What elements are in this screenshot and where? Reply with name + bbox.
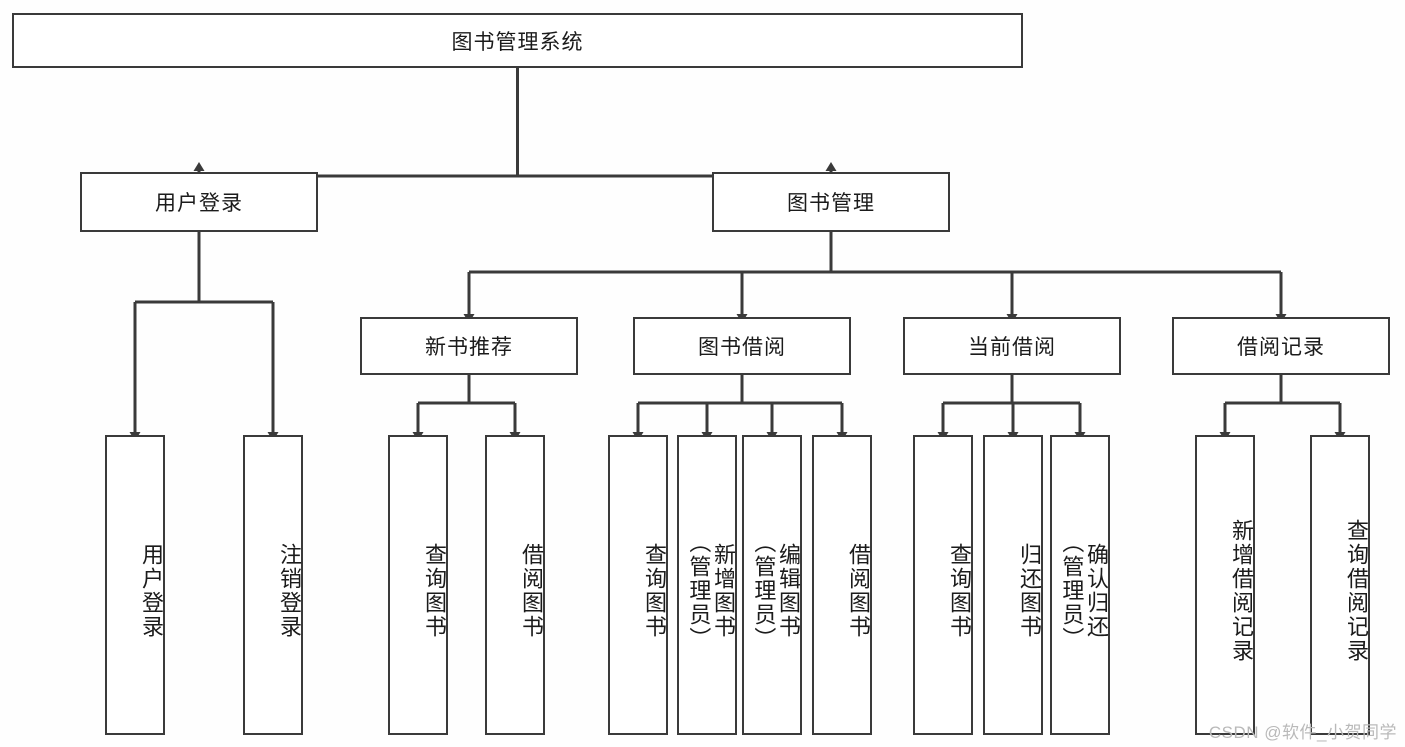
node-label: 图书管理系统 — [451, 30, 584, 54]
node-leaf-logout[interactable]: 注销登录 — [243, 435, 303, 735]
node-borrow[interactable]: 图书借阅 — [633, 317, 851, 375]
node-leaf-bo-4[interactable]: 借阅图书 — [812, 435, 872, 735]
node-label: 借阅记录 — [1237, 336, 1325, 359]
node-leaf-cu-2[interactable]: 归还图书 — [983, 435, 1043, 735]
node-label: 新增图书 （管理员） — [686, 531, 736, 651]
node-leaf-cu-3[interactable]: 确认归还 （管理员） — [1050, 435, 1110, 735]
node-leaf-login[interactable]: 用户登录 — [105, 435, 165, 735]
node-leaf-cu-1[interactable]: 查询图书 — [913, 435, 973, 735]
node-bookmgmt[interactable]: 图书管理 — [712, 172, 950, 232]
node-leaf-nb-1[interactable]: 查询图书 — [388, 435, 448, 735]
node-leaf-nb-2[interactable]: 借阅图书 — [485, 435, 545, 735]
node-label: 新增借阅记录 — [1229, 519, 1254, 663]
node-label: 查询借阅记录 — [1344, 519, 1369, 663]
node-current[interactable]: 当前借阅 — [903, 317, 1121, 375]
node-label: 当前借阅 — [968, 336, 1056, 359]
node-label: 新书推荐 — [425, 336, 513, 359]
node-label: 借阅图书 — [519, 543, 544, 639]
watermark: CSDN @软件_小贺同学 — [1208, 723, 1397, 742]
node-label: 确认归还 （管理员） — [1059, 531, 1109, 651]
node-leaf-bo-1[interactable]: 查询图书 — [608, 435, 668, 735]
node-label: 编辑图书 （管理员） — [751, 531, 801, 651]
node-label: 图书借阅 — [698, 336, 786, 359]
node-label: 图书管理 — [787, 192, 875, 215]
node-label: 查询图书 — [947, 543, 972, 639]
node-leaf-re-1[interactable]: 新增借阅记录 — [1195, 435, 1255, 735]
node-label: 归还图书 — [1017, 543, 1042, 639]
node-root[interactable]: 图书管理系统 — [12, 13, 1023, 68]
node-leaf-re-2[interactable]: 查询借阅记录 — [1310, 435, 1370, 735]
node-label: 查询图书 — [642, 543, 667, 639]
node-label: 注销登录 — [277, 543, 302, 639]
node-leaf-bo-2[interactable]: 新增图书 （管理员） — [677, 435, 737, 735]
node-label: 用户登录 — [155, 192, 243, 215]
node-label: 借阅图书 — [846, 543, 871, 639]
node-leaf-bo-3[interactable]: 编辑图书 （管理员） — [742, 435, 802, 735]
node-records[interactable]: 借阅记录 — [1172, 317, 1390, 375]
node-newbook[interactable]: 新书推荐 — [360, 317, 578, 375]
node-label: 用户登录 — [139, 543, 164, 639]
node-login[interactable]: 用户登录 — [80, 172, 318, 232]
node-label: 查询图书 — [422, 543, 447, 639]
